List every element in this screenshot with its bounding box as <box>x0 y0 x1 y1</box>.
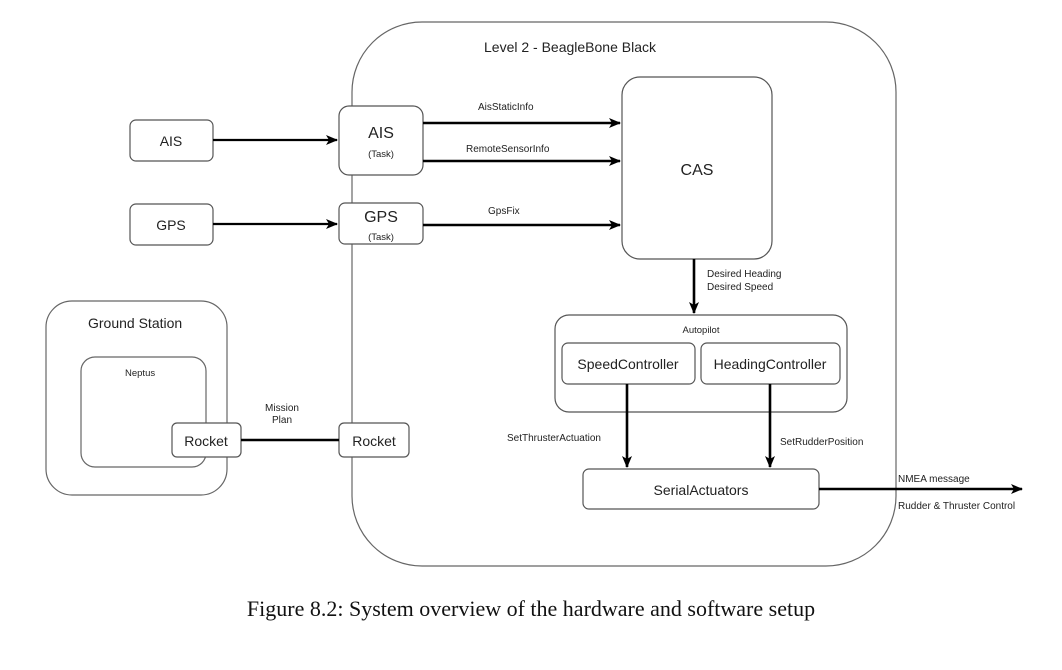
rocket-ground-node: Rocket <box>171 422 242 458</box>
ais-sensor-node: AIS <box>129 119 214 162</box>
serial-actuators-label: SerialActuators <box>654 482 749 498</box>
edge-label-set-thruster-actuation: SetThrusterActuation <box>507 433 601 444</box>
gps-task-label: GPS <box>364 209 398 226</box>
serial-actuators-node: SerialActuators <box>582 468 820 510</box>
gps-sensor-node: GPS <box>129 203 214 246</box>
cas-node: CAS <box>621 76 773 260</box>
edge-label-desired-speed: Desired Speed <box>707 282 773 293</box>
edge-label-nmea-message: NMEA message <box>898 474 970 485</box>
gps-sensor-label: GPS <box>156 217 186 233</box>
heading-controller-label: HeadingController <box>714 356 827 372</box>
speed-controller-node: SpeedController <box>561 342 696 385</box>
edge-label-desired-heading: Desired Heading <box>707 269 782 280</box>
gps-task-node: GPS (Task) <box>338 202 424 245</box>
rocket-board-label: Rocket <box>352 433 396 449</box>
ais-task-label: AIS <box>368 125 394 142</box>
neptus-container <box>80 356 207 468</box>
speed-controller-label: SpeedController <box>577 356 679 372</box>
edge-label-rudder-thruster-control: Rudder & Thruster Control <box>898 501 1015 512</box>
cas-label: CAS <box>681 162 714 179</box>
heading-controller-node: HeadingController <box>700 342 841 385</box>
beaglebone-container: Level 2 - BeagleBone Black <box>351 21 897 567</box>
ground-station-title: Ground Station <box>88 315 182 331</box>
edge-label-mission: Mission <box>265 403 299 414</box>
ais-sensor-label: AIS <box>160 133 183 149</box>
rocket-ground-label: Rocket <box>184 433 228 449</box>
ais-task-sublabel: (Task) <box>368 149 394 160</box>
beaglebone-title: Level 2 - BeagleBone Black <box>484 39 657 55</box>
edge-label-gps-fix: GpsFix <box>488 206 520 217</box>
edge-label-remote-sensor-info: RemoteSensorInfo <box>466 144 550 155</box>
neptus-title: Neptus <box>125 368 155 379</box>
gps-task-sublabel: (Task) <box>368 232 394 243</box>
edge-label-plan: Plan <box>272 415 292 426</box>
figure-caption: Figure 8.2: System overview of the hardw… <box>246 596 816 621</box>
ais-task-node: AIS (Task) <box>338 105 424 176</box>
rocket-board-node: Rocket <box>338 422 410 458</box>
edge-label-ais-static-info: AisStaticInfo <box>478 102 534 113</box>
ground-station-container: Ground Station Neptus <box>45 300 228 496</box>
autopilot-title: Autopilot <box>683 325 720 336</box>
edge-label-set-rudder-position: SetRudderPosition <box>780 437 863 448</box>
